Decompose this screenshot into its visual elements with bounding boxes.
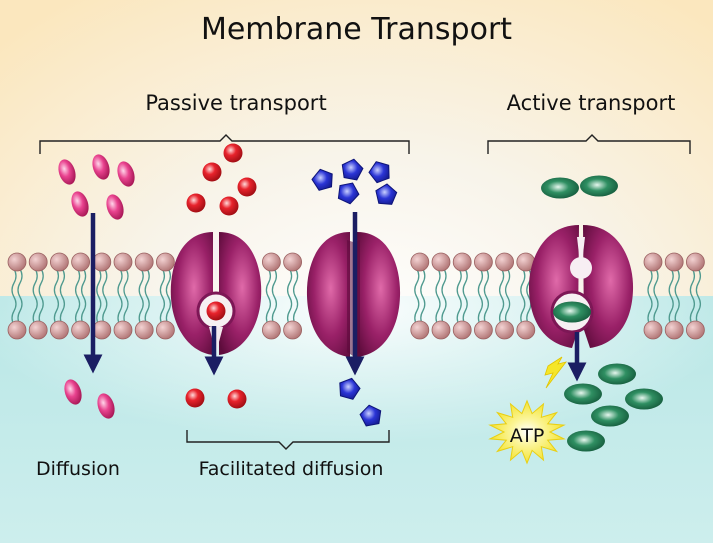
- molecules-layer: [58, 143, 663, 452]
- phospholipid: [473, 252, 493, 340]
- sphere-molecule-icon: [219, 196, 239, 216]
- pentagon-molecule-icon: [311, 168, 333, 191]
- pentagon-molecule-icon: [359, 404, 382, 427]
- phospholipid: [71, 252, 90, 340]
- energy-bolt-icon: [544, 356, 568, 389]
- pentagon-molecule-icon: [337, 182, 360, 205]
- facilitated-diffusion-label: Facilitated diffusion: [198, 458, 384, 480]
- oval-molecule-icon: [58, 159, 76, 185]
- channel-protein-icon: [306, 232, 401, 357]
- phospholipid: [431, 252, 451, 340]
- phospholipid: [7, 252, 27, 340]
- active-transport-label: Active transport: [506, 91, 676, 115]
- phospholipid: [664, 252, 684, 340]
- phospholipid: [261, 252, 281, 340]
- passive-transport-bracket: [39, 134, 410, 154]
- pentagon-molecule-icon: [368, 161, 390, 184]
- oval-molecule-icon: [71, 191, 89, 217]
- sphere-molecule-icon: [185, 388, 205, 408]
- phospholipid: [134, 252, 154, 340]
- phospholipid: [452, 252, 472, 340]
- phospholipid: [50, 252, 69, 340]
- lipid-bilayer: [7, 252, 705, 340]
- atp-label: ATP: [509, 425, 545, 447]
- oval-molecule-icon: [625, 388, 663, 410]
- phospholipid: [495, 252, 515, 340]
- passive-transport-label: Passive transport: [145, 91, 327, 115]
- pentagon-molecule-icon: [375, 183, 398, 205]
- oval-molecule-icon: [541, 177, 579, 199]
- phospholipid: [643, 252, 663, 340]
- phospholipid: [686, 252, 705, 340]
- sphere-molecule-icon: [237, 177, 257, 197]
- oval-molecule-icon: [567, 430, 605, 452]
- oval-molecule-icon: [106, 194, 124, 220]
- diffusion-label: Diffusion: [36, 458, 120, 480]
- atp-burst-icon: [488, 399, 566, 465]
- sphere-molecule-icon: [206, 301, 226, 321]
- phospholipid: [283, 252, 303, 340]
- pentagon-molecule-icon: [339, 377, 361, 400]
- oval-molecule-icon: [553, 301, 591, 323]
- active-transport-bracket: [487, 134, 691, 154]
- oval-molecule-icon: [97, 393, 115, 419]
- pentagon-molecule-icon: [341, 158, 364, 181]
- phospholipid: [113, 252, 133, 340]
- sphere-molecule-icon: [202, 162, 222, 182]
- oval-molecule-icon: [591, 405, 629, 427]
- oval-molecule-icon: [64, 379, 82, 405]
- facilitated-diffusion-bracket: [186, 430, 390, 450]
- sphere-molecule-icon: [186, 193, 206, 213]
- phospholipid: [28, 252, 48, 340]
- oval-molecule-icon: [117, 161, 135, 187]
- phospholipid: [410, 252, 430, 340]
- phospholipid: [516, 252, 536, 340]
- oval-molecule-icon: [92, 154, 110, 180]
- oval-molecule-icon: [580, 175, 618, 197]
- sphere-molecule-icon: [223, 143, 243, 163]
- diagram-title: Membrane Transport: [200, 12, 513, 47]
- oval-molecule-icon: [598, 363, 636, 385]
- phospholipid: [155, 252, 175, 340]
- oval-molecule-icon: [564, 383, 602, 405]
- sphere-molecule-icon: [227, 389, 247, 409]
